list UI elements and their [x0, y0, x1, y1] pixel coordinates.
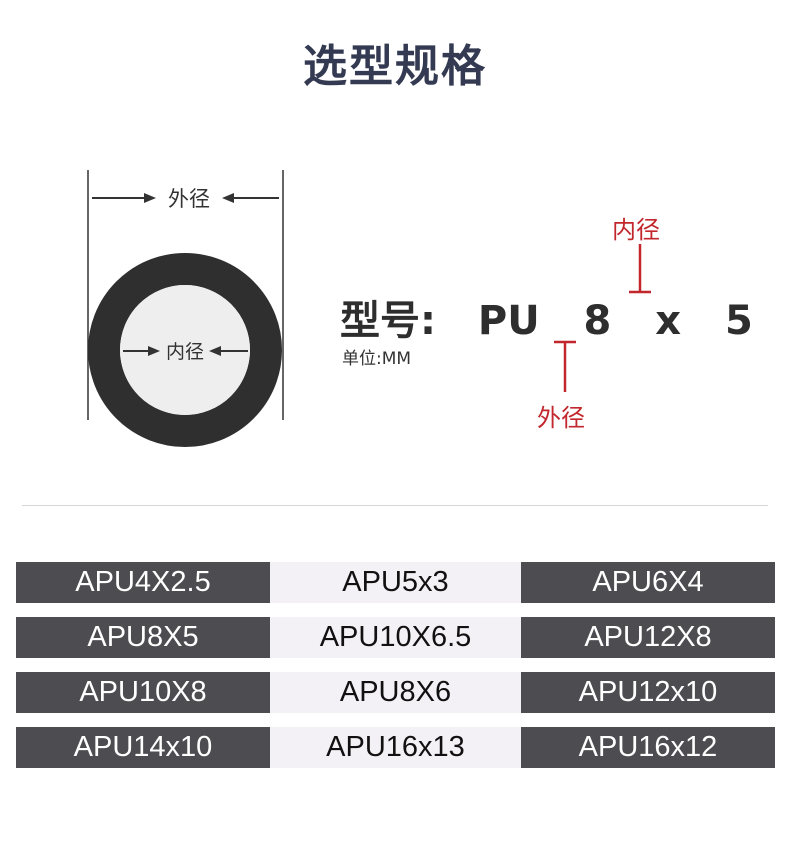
model-cell: APU10X6.5	[270, 617, 521, 658]
model-cell: APU6X4	[521, 562, 775, 603]
outer-marker	[554, 340, 576, 392]
model-outer-value: 8	[583, 298, 612, 344]
model-cell: APU10X8	[16, 672, 270, 713]
tube-cross-section-diagram: 外径 内径	[87, 170, 284, 447]
model-code: 型号: PU 8 x 5	[340, 288, 753, 346]
model-prefix: 型号:	[340, 298, 436, 344]
outer-diameter-label: 外径	[168, 187, 210, 211]
model-cell: APU14x10	[16, 727, 270, 768]
inner-arrow-left	[148, 346, 160, 356]
model-separator: x	[655, 298, 682, 344]
model-series: PU	[477, 298, 540, 344]
model-cell: APU5x3	[270, 562, 521, 603]
outer-arrow-right	[222, 193, 234, 203]
model-cell: APU16x13	[270, 727, 521, 768]
unit-label: 单位:MM	[342, 349, 412, 369]
model-inner-value: 5	[724, 298, 753, 344]
model-cell: APU12x10	[521, 672, 775, 713]
outer-arrow-left	[144, 193, 156, 203]
model-cell: APU12X8	[521, 617, 775, 658]
inner-diameter-label: 内径	[166, 341, 204, 363]
inner-arrow-right	[209, 346, 221, 356]
tube-bore	[120, 285, 250, 415]
model-cell: APU16x12	[521, 727, 775, 768]
model-cell: APU8X6	[270, 672, 521, 713]
inner-caption: 内径	[612, 216, 660, 244]
model-cell: APU8X5	[16, 617, 270, 658]
model-cell: APU4X2.5	[16, 562, 270, 603]
tube-wall	[88, 253, 282, 447]
outer-caption: 外径	[537, 404, 585, 432]
section-divider	[22, 505, 768, 506]
inner-marker	[629, 244, 651, 294]
page-title: 选型规格	[303, 41, 487, 92]
